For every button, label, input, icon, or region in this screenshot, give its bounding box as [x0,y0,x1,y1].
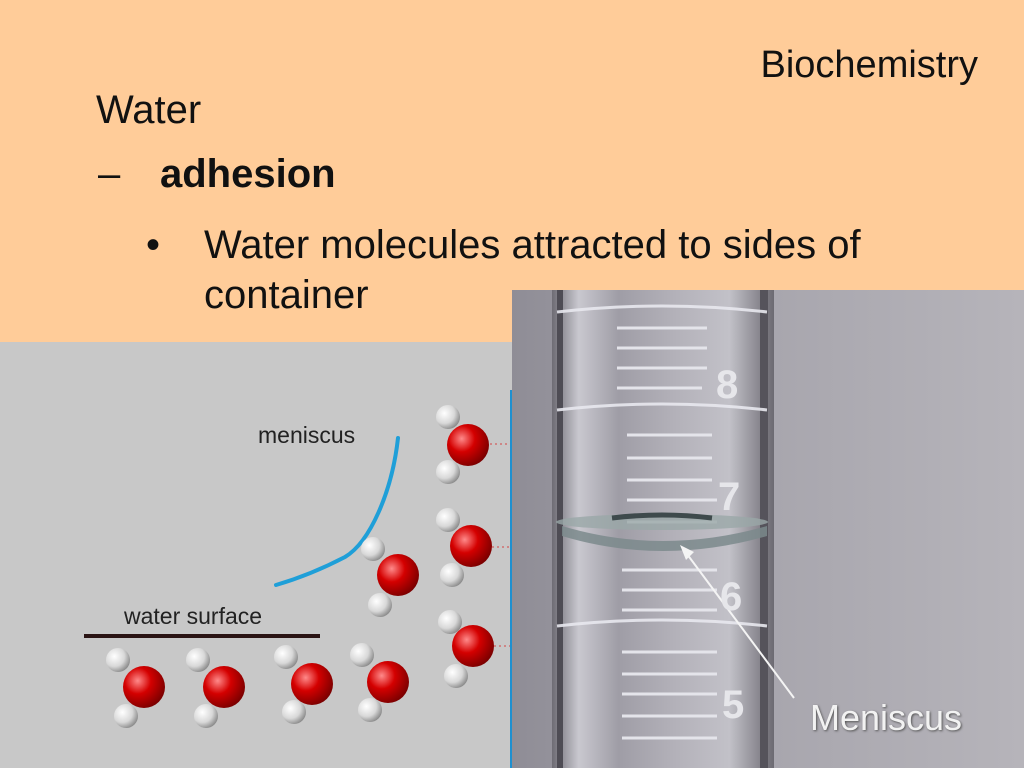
scale-number: 5 [722,683,744,727]
water-surface-label: water surface [124,603,263,629]
bullet-dot: • [146,223,161,267]
water-molecule [106,648,165,728]
sub-dash: – [98,152,121,196]
water-molecule [438,610,494,688]
water-molecule [436,508,492,587]
photo-meniscus-label: Meniscus [810,697,963,738]
scale-number: 6 [720,575,742,619]
cylinder-drawing: 8 7 6 5 [552,290,795,768]
meniscus-label: meniscus [258,422,356,448]
photo-meniscus [562,526,767,551]
adhesion-diagram: meniscus water surface [0,342,512,768]
scale-number: 7 [718,475,740,519]
water-molecule [274,645,333,724]
water-molecule [186,648,245,728]
slide-title: Biochemistry [760,44,979,86]
pointer-arrow [683,549,795,699]
sub-label-adhesion: adhesion [160,152,336,196]
bullet-point: • Water molecules attracted to sides of … [146,220,966,320]
bullet-text: Water molecules attracted to sides of co… [204,223,861,317]
heading-water: Water [96,88,202,132]
diagram-drawing [84,390,512,768]
water-molecule [361,537,419,617]
scale-number: 8 [716,363,738,407]
sub-heading: –adhesion [98,152,336,197]
meniscus-curve [274,436,400,587]
graduated-cylinder-photo: 8 7 6 5 Meniscus [512,290,1024,768]
water-molecule [436,405,489,484]
water-molecule [350,643,409,722]
